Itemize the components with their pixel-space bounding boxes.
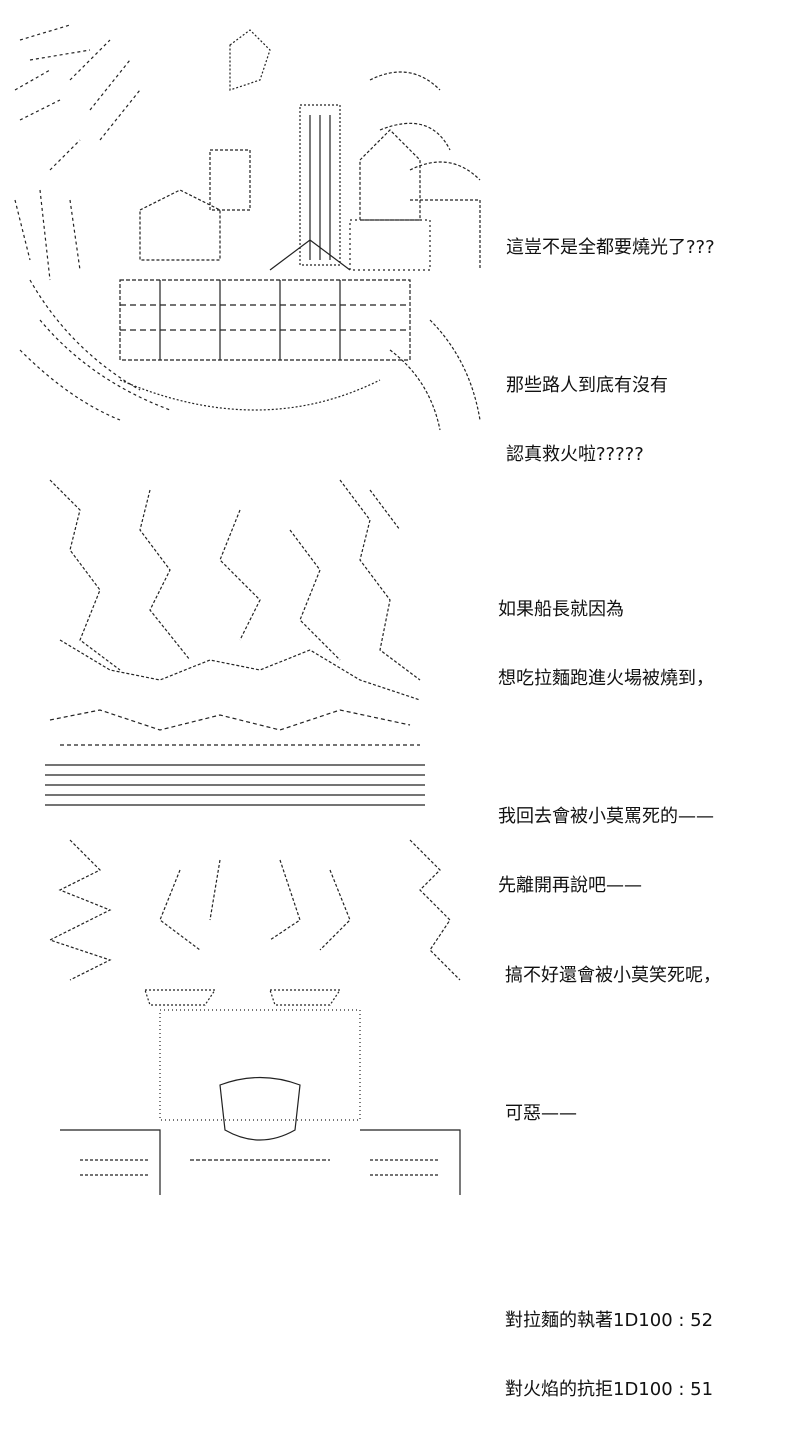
caption-line: 對火焰的抗拒1D100 : 51 — [505, 1379, 714, 1400]
body-lines — [60, 1129, 461, 1195]
flame-shapes — [49, 479, 421, 701]
rubble — [49, 709, 420, 746]
caption-line — [506, 305, 715, 328]
caption-line — [498, 736, 714, 759]
mouth — [219, 1076, 301, 1141]
ground-curve — [119, 379, 381, 411]
caption-line: 對拉麵的執著1D100 : 52 — [505, 1310, 714, 1331]
caption-line: 如果船長就因為 — [498, 599, 624, 620]
smoke-strokes-left — [14, 24, 171, 421]
flame-strokes-right — [369, 71, 481, 431]
panel-1: 這豈不是全都要燒光了??? 那些路人到底有沒有 認真救火啦????? — [0, 0, 800, 465]
caption-line — [505, 1033, 721, 1056]
caption-line — [505, 1240, 721, 1263]
caption-line: 認真救火啦????? — [506, 444, 644, 465]
hair-spikes — [48, 839, 461, 981]
eyes — [144, 989, 342, 1006]
burning-town-art — [10, 20, 490, 440]
caption-line — [505, 1171, 721, 1194]
top-figure — [229, 29, 271, 91]
buildings — [139, 129, 481, 271]
caption-line: 搞不好還會被小莫笑死呢， — [505, 965, 721, 986]
caption-line: 我回去會被小莫罵死的—— — [498, 806, 714, 827]
panel-1-caption: 這豈不是全都要燒光了??? 那些路人到底有沒有 認真救火啦????? — [506, 190, 715, 512]
face-shading — [159, 1009, 361, 1121]
panel-2-caption: 如果船長就因為 想吃拉麵跑進火場被燒到， 我回去會被小莫罵死的—— 先離開再說吧… — [498, 552, 714, 943]
brick-rows — [45, 764, 425, 806]
flames-wall-art — [40, 470, 440, 820]
caption-line: 這豈不是全都要燒光了??? — [506, 237, 715, 258]
panel-2: 如果船長就因為 想吃拉麵跑進火場被燒到， 我回去會被小莫罵死的—— 先離開再說吧… — [0, 460, 800, 896]
panel-3: 搞不好還會被小莫笑死呢， 可惡—— 對拉麵的執著1D100 : 52 對火焰的抗… — [0, 825, 800, 1400]
panel-3-caption: 搞不好還會被小莫笑死呢， 可惡—— 對拉麵的執著1D100 : 52 對火焰的抗… — [505, 918, 721, 1447]
caption-line: 可惡—— — [505, 1103, 577, 1124]
stone-wall — [119, 279, 411, 361]
spiky-hair-character-art — [40, 830, 470, 1195]
caption-line: 先離開再說吧—— — [498, 875, 642, 896]
caption-line: 那些路人到底有沒有 — [506, 375, 668, 396]
tower — [299, 104, 341, 266]
caption-line: 想吃拉麵跑進火場被燒到， — [498, 668, 714, 689]
